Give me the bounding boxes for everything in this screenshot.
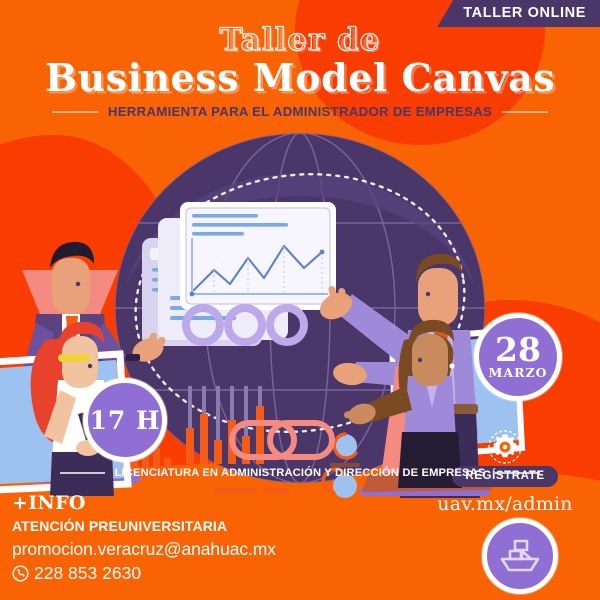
gear-icon-wrap: [430, 430, 580, 464]
badge-date: 28 MARZO: [474, 313, 562, 401]
contact-block: +INFO ATENCIÓN PREUNIVERSITARIA promocio…: [0, 491, 600, 600]
degree-rule-right: [495, 472, 541, 474]
contact-email[interactable]: promocion.veracruz@anahuac.mx: [12, 539, 276, 559]
label-bars: [215, 488, 290, 494]
contact-phone-number: 228 853 2630: [34, 563, 142, 583]
footer: LICENCIATURA EN ADMINISTRACIÓN Y DIRECCI…: [0, 467, 600, 600]
donut-rings: [182, 304, 308, 346]
register-block: REGÍSTRATE uav.mx/admin: [430, 430, 580, 515]
badge-ship: [482, 518, 558, 594]
degree-label: LICENCIATURA EN ADMINISTRACIÓN Y DIRECCI…: [114, 467, 486, 479]
person-woman-pointing: [344, 319, 492, 496]
page-title-line1: Taller de: [219, 21, 381, 58]
contact-phone-row[interactable]: 228 853 2630: [12, 561, 600, 586]
badge-hours: 17 H: [83, 378, 167, 462]
subtitle-rule-right: [502, 110, 549, 113]
register-url[interactable]: uav.mx/admin: [437, 493, 573, 515]
page-subtitle: HERRAMIENTA PARA EL ADMINISTRADOR DE EMP…: [107, 104, 493, 119]
whatsapp-icon: [12, 565, 29, 582]
degree-rule-left: [60, 472, 105, 474]
chain-link-icon: [229, 420, 335, 460]
title-block: Taller de Business Model Canvas HERRAMIE…: [0, 21, 600, 119]
cargo-ship-icon: [498, 537, 542, 575]
progress-rings: [321, 432, 360, 498]
badge-hours-label: 17 H: [89, 405, 161, 435]
online-badge: TALLER ONLINE: [437, 0, 600, 27]
subtitle-rule-left: [52, 110, 98, 113]
badge-date-month: MARZO: [488, 365, 548, 380]
department-label: ATENCIÓN PREUNIVERSITARIA: [12, 518, 228, 534]
badge-date-day: 28: [495, 330, 541, 369]
gear-icon: [488, 430, 522, 464]
page-title-line2: Business Model Canvas: [44, 55, 556, 100]
illustration: 17 H 28 MARZO: [0, 118, 600, 594]
degree-row: LICENCIATURA EN ADMINISTRACIÓN Y DIRECCI…: [0, 467, 600, 479]
subtitle-row: HERRAMIENTA PARA EL ADMINISTRADOR DE EMP…: [0, 104, 600, 119]
plus-info-label: +INFO: [12, 492, 86, 514]
